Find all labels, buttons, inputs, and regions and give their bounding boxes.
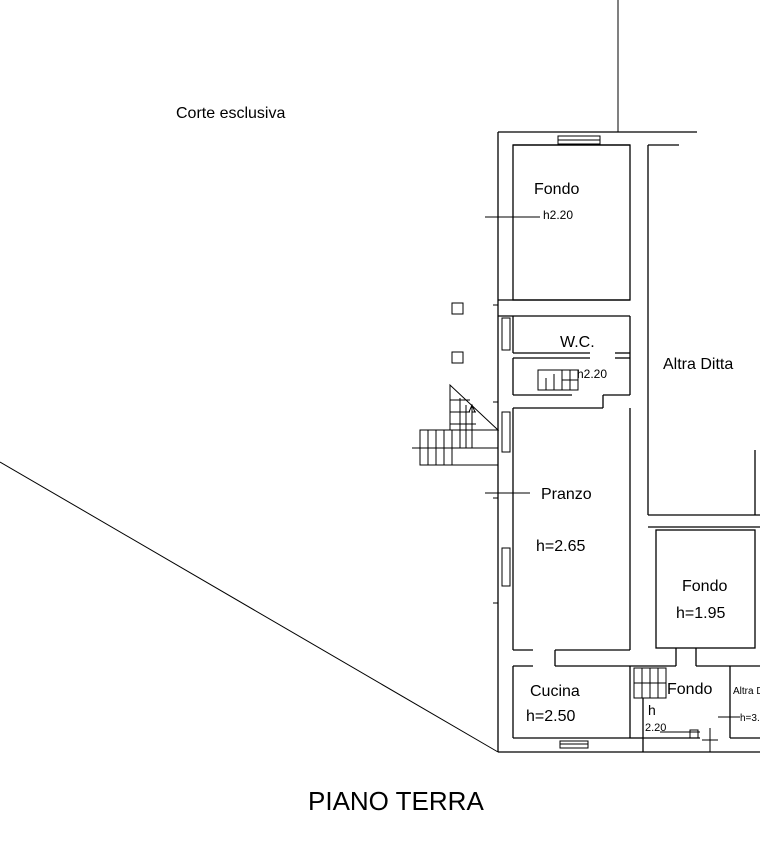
room-altra-ditta-small-height: h=3. bbox=[740, 713, 760, 724]
room-cucina-name: Cucina bbox=[530, 683, 580, 700]
room-altra-ditta-small bbox=[718, 666, 760, 739]
window-top bbox=[557, 135, 601, 145]
room-fondo-top bbox=[485, 144, 631, 317]
room-fondo-top-name: Fondo bbox=[534, 181, 579, 198]
room-fondo-right bbox=[630, 529, 760, 667]
room-pranzo-name: Pranzo bbox=[541, 486, 592, 503]
room-cucina-height: h=2.50 bbox=[526, 708, 575, 725]
room-altra-ditta-name: Altra Ditta bbox=[663, 356, 733, 373]
window-bottom bbox=[559, 740, 589, 749]
room-pranzo-height: h=2.65 bbox=[536, 538, 585, 555]
outer-walls bbox=[497, 131, 760, 753]
room-cucina bbox=[512, 666, 643, 739]
room-altra-ditta bbox=[647, 145, 760, 528]
room-fondo-right-name: Fondo bbox=[682, 578, 727, 595]
room-wc-height: h2.20 bbox=[577, 367, 607, 381]
court-label: Corte esclusiva bbox=[176, 105, 285, 122]
room-pranzo bbox=[485, 395, 631, 667]
room-wc bbox=[512, 316, 631, 409]
columns bbox=[451, 302, 464, 364]
room-fondo-small-height-value: 2.20 bbox=[645, 722, 666, 734]
drawing-title: PIANO TERRA bbox=[308, 786, 484, 816]
room-fondo-top-height: h2.20 bbox=[543, 208, 573, 222]
room-fondo-small-name: Fondo bbox=[667, 681, 712, 698]
stair-small bbox=[633, 667, 718, 752]
room-fondo-small-height-h: h bbox=[648, 702, 656, 718]
room-altra-ditta-small-name: Altra D bbox=[733, 686, 760, 697]
stair-exterior bbox=[412, 383, 500, 466]
stair-inner bbox=[537, 369, 579, 391]
left-windows bbox=[493, 304, 511, 604]
room-fondo-right-height: h=1.95 bbox=[676, 605, 725, 622]
room-wc-name: W.C. bbox=[560, 334, 595, 351]
site-boundary bbox=[0, 0, 619, 753]
